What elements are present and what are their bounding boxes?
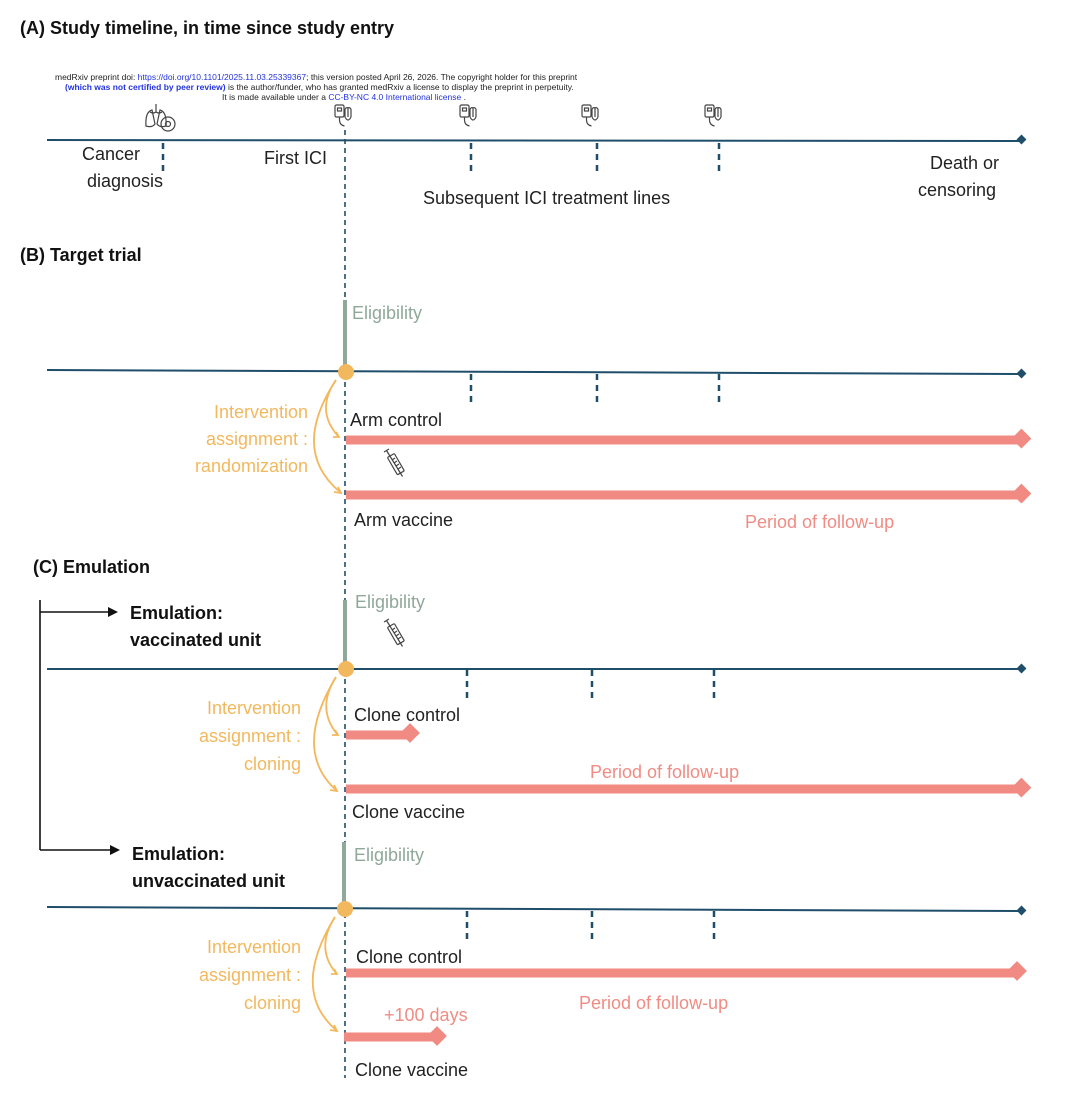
timeline-axis-c2: [46, 906, 1021, 912]
eligibility-label: Eligibility: [355, 592, 425, 612]
subsequent-ici-label: Subsequent ICI treatment lines: [423, 188, 670, 208]
follow-up-label: Period of follow-up: [590, 762, 739, 782]
timeline-end-marker: [1016, 134, 1027, 145]
assignment-label-3: cloning: [244, 993, 301, 1013]
assignment-label-3: cloning: [244, 754, 301, 774]
preprint-notice-line1: medRxiv preprint doi: https://doi.org/10…: [55, 72, 578, 82]
timeline-axis-a: [46, 139, 1021, 142]
study-entry-dot: [337, 901, 353, 917]
follow-up-label: Period of follow-up: [579, 993, 728, 1013]
assignment-label-2: assignment :: [206, 429, 308, 449]
study-entry-dot: [338, 364, 354, 380]
follow-up-label: Period of follow-up: [745, 512, 894, 532]
unit2-label-2: unvaccinated unit: [132, 871, 285, 891]
assignment-label-1: Intervention: [207, 698, 301, 718]
panel-c-title: (C) Emulation: [33, 557, 150, 577]
assignment-label-1: Intervention: [214, 402, 308, 422]
lungs-icon: [145, 104, 176, 132]
license-link[interactable]: CC-BY-NC 4.0 International license: [328, 92, 461, 102]
unit2-label: Emulation:: [132, 844, 225, 864]
assignment-arrow-vaccine: [313, 676, 337, 791]
timeline-end-marker: [1016, 368, 1027, 379]
preprint-notice-line2: (which was not certified by peer review)…: [65, 82, 574, 92]
preprint-notice-line3: It is made available under a CC-BY-NC 4.…: [222, 92, 466, 102]
timeline-end-marker: [1016, 905, 1027, 916]
assignment-label-3: randomization: [195, 456, 308, 476]
death-censoring-label-2: censoring: [918, 180, 996, 200]
clone-control-label: Clone control: [354, 705, 460, 725]
clone-control-label: Clone control: [356, 947, 462, 967]
unit1-label-2: vaccinated unit: [130, 630, 261, 650]
arm-vaccine-label: Arm vaccine: [354, 510, 453, 530]
syringe-icon: [383, 448, 405, 478]
first-ici-label: First ICI: [264, 148, 327, 168]
assignment-arrow-vaccine: [311, 916, 337, 1031]
death-censoring-label: Death or: [930, 153, 999, 173]
cancer-diagnosis-label: Cancer: [82, 144, 140, 164]
assignment-label-2: assignment :: [199, 726, 301, 746]
unit1-label: Emulation:: [130, 603, 223, 623]
syringe-icon: [383, 618, 405, 648]
assignment-arrow-control: [325, 379, 339, 437]
panel-b-title: (B) Target trial: [20, 245, 142, 265]
arm-control-label: Arm control: [350, 410, 442, 430]
assignment-label-2: assignment :: [199, 965, 301, 985]
clone-vaccine-label: Clone vaccine: [352, 802, 465, 822]
plus-100-days-label: +100 days: [384, 1005, 468, 1025]
eligibility-label: Eligibility: [354, 845, 424, 865]
infusion-icon: [581, 104, 599, 127]
timeline-axis-b: [46, 369, 1021, 375]
eligibility-label: Eligibility: [352, 303, 422, 323]
clone-vaccine-label: Clone vaccine: [355, 1060, 468, 1080]
infusion-icon: [704, 104, 722, 127]
infusion-icon: [334, 104, 352, 127]
doi-link[interactable]: https://doi.org/10.1101/2025.11.03.25339…: [138, 72, 307, 82]
timeline-end-marker: [1016, 663, 1027, 674]
assignment-arrow-vaccine: [313, 379, 341, 493]
assignment-label-1: Intervention: [207, 937, 301, 957]
cancer-diagnosis-label-2: diagnosis: [87, 171, 163, 191]
infusion-icon: [459, 104, 477, 127]
panel-a-title: (A) Study timeline, in time since study …: [20, 18, 394, 38]
study-entry-dot: [338, 661, 354, 677]
